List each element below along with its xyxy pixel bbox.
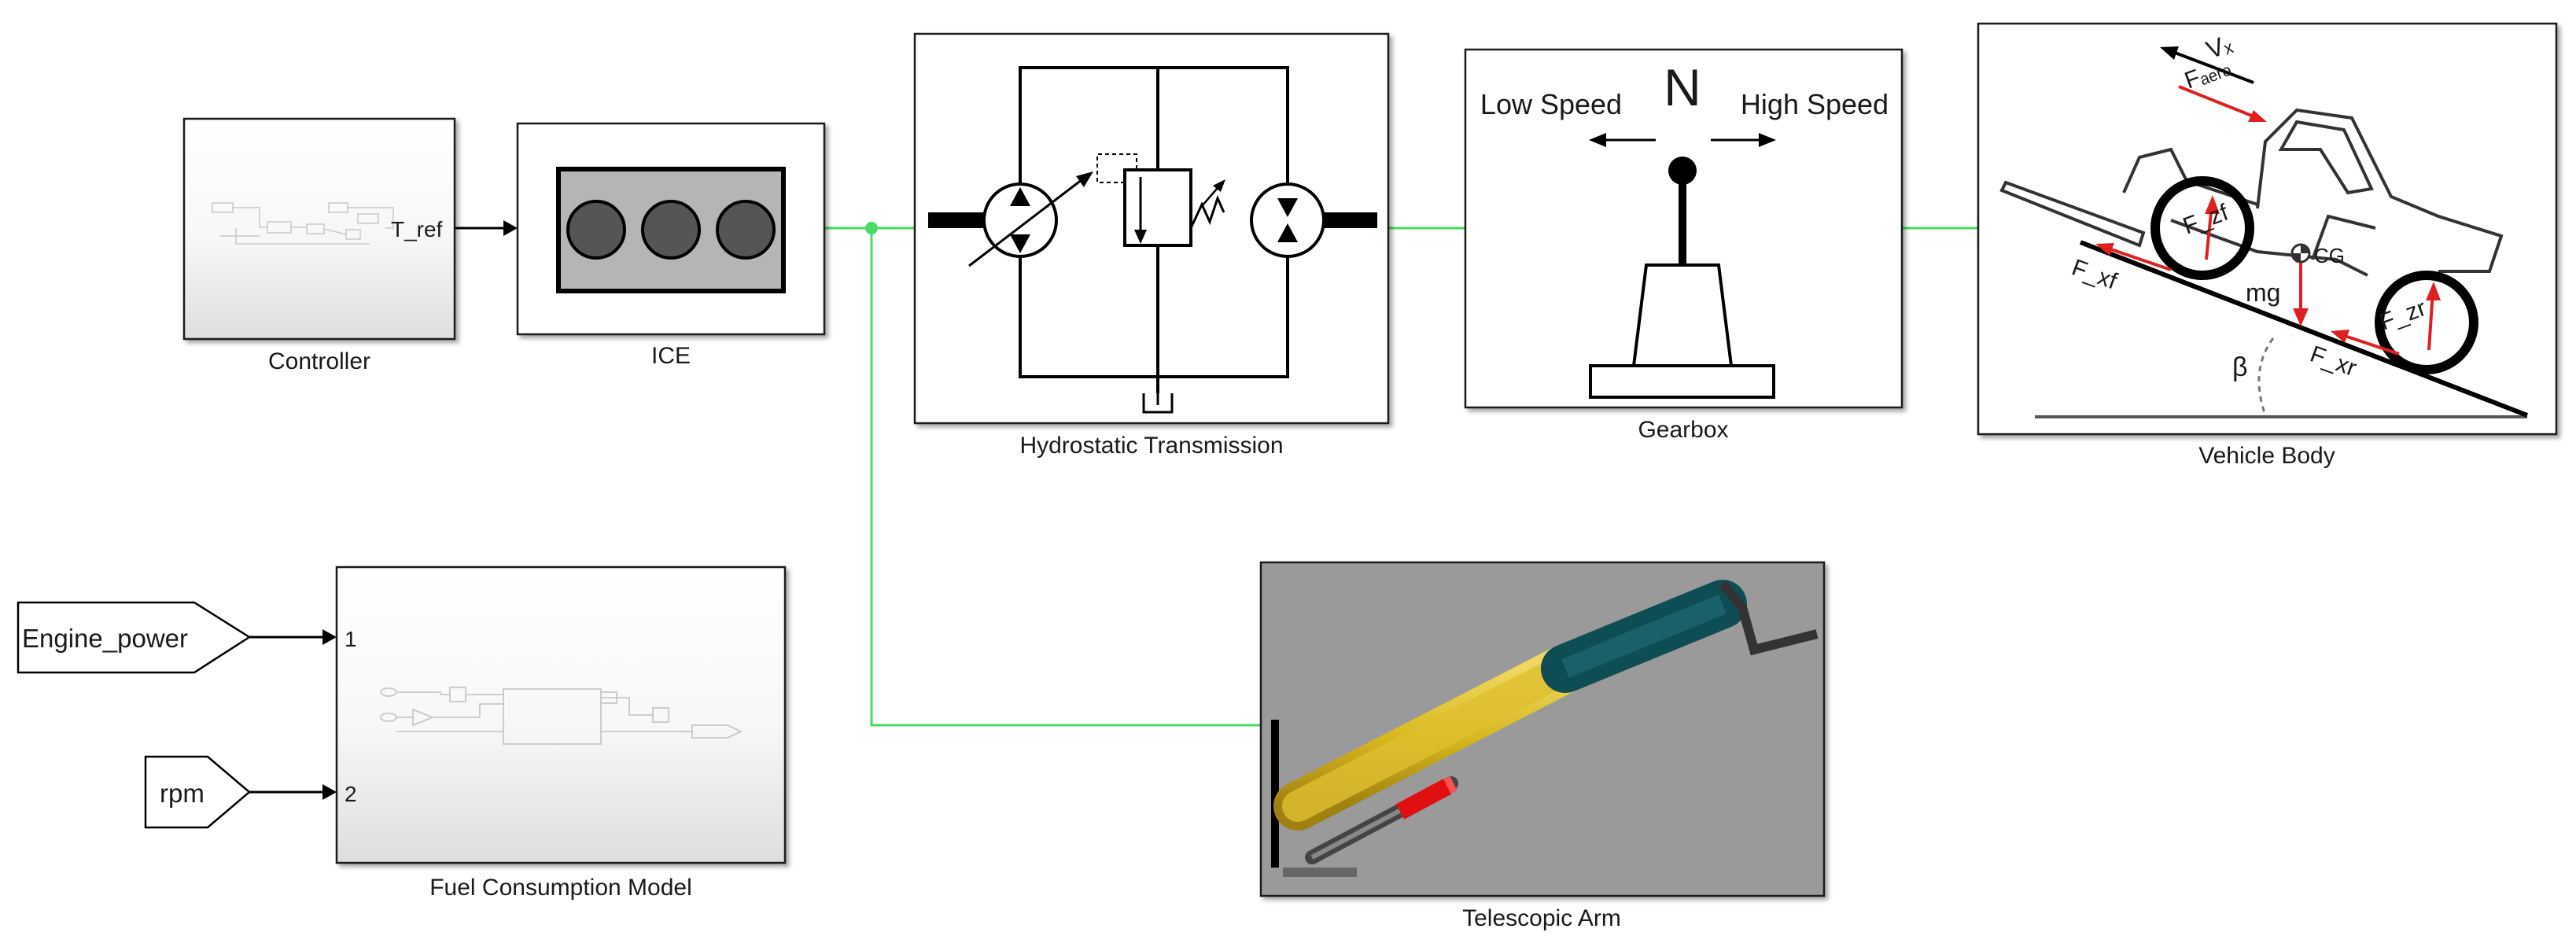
in1-arrowhead <box>322 629 337 645</box>
cylinder-icon <box>566 200 626 260</box>
arm-base-plate <box>1283 868 1357 877</box>
arm-base-post <box>1271 720 1279 868</box>
from-tag-label: rpm <box>160 779 205 808</box>
cylinder-icon <box>641 200 701 260</box>
front-wheel-icon <box>2150 176 2254 280</box>
lift-cylinder-icon <box>1305 776 1458 864</box>
hydraulic-motor-icon <box>1250 182 1377 258</box>
gearbox-block[interactable]: N Low Speed High Speed <box>1464 48 1903 409</box>
from-tag-rpm[interactable]: rpm <box>144 755 251 829</box>
telehandler-outline <box>1999 108 2504 277</box>
controller-inner-preview <box>212 202 394 245</box>
velocity-arrow <box>2160 46 2254 84</box>
mg-label: mg <box>2246 278 2280 307</box>
tref-arrowhead <box>503 220 518 236</box>
cg-label: CG <box>2314 244 2345 267</box>
gear-lever-icon <box>1589 133 1776 399</box>
relief-valve-icon <box>1096 153 1225 247</box>
force-arrows <box>2095 85 2441 356</box>
high-speed-label: High Speed <box>1741 88 1889 120</box>
input-port-1-label: 1 <box>345 627 357 651</box>
ice-block[interactable] <box>516 122 826 336</box>
from-tag-engine-power[interactable]: Engine_power <box>17 601 252 674</box>
controller-block[interactable]: T_ref <box>182 117 456 341</box>
hydrostatic-transmission-block[interactable] <box>913 32 1390 425</box>
slope-line <box>2079 240 2529 418</box>
controller-label: Controller <box>268 348 370 374</box>
from-tag-label: Engine_power <box>22 624 188 653</box>
in2-arrowhead <box>322 784 337 800</box>
tref-port-label: T_ref <box>391 217 443 241</box>
rear-wheel-icon <box>2375 271 2478 374</box>
input-port-2-label: 2 <box>345 782 357 806</box>
vehicle-body-label: Vehicle Body <box>2198 443 2335 469</box>
variable-pump-icon <box>928 171 1093 267</box>
telescopic-arm-block[interactable] <box>1259 561 1826 897</box>
hydrostatic-transmission-label: Hydrostatic Transmission <box>1019 433 1283 459</box>
neutral-label: N <box>1664 58 1701 116</box>
telescopic-arm-label: Telescopic Arm <box>1462 905 1621 931</box>
fuel-inner-preview <box>380 687 743 745</box>
beta-label: β <box>2232 352 2248 382</box>
fuel-consumption-label: Fuel Consumption Model <box>429 875 692 901</box>
physical-connections <box>824 222 1978 727</box>
cylinder-icon <box>716 200 776 260</box>
junction-to-arm-line[interactable] <box>870 228 1261 727</box>
signal-lines <box>249 220 518 800</box>
fuel-consumption-block[interactable]: 1 2 <box>335 566 787 864</box>
ice-label: ICE <box>651 343 691 369</box>
boom-icon <box>1273 580 1819 831</box>
low-speed-label: Low Speed <box>1480 88 1622 120</box>
vehicle-body-block[interactable]: β CG <box>1977 22 2558 436</box>
tank-icon <box>1142 377 1174 414</box>
gearbox-label: Gearbox <box>1638 417 1728 443</box>
